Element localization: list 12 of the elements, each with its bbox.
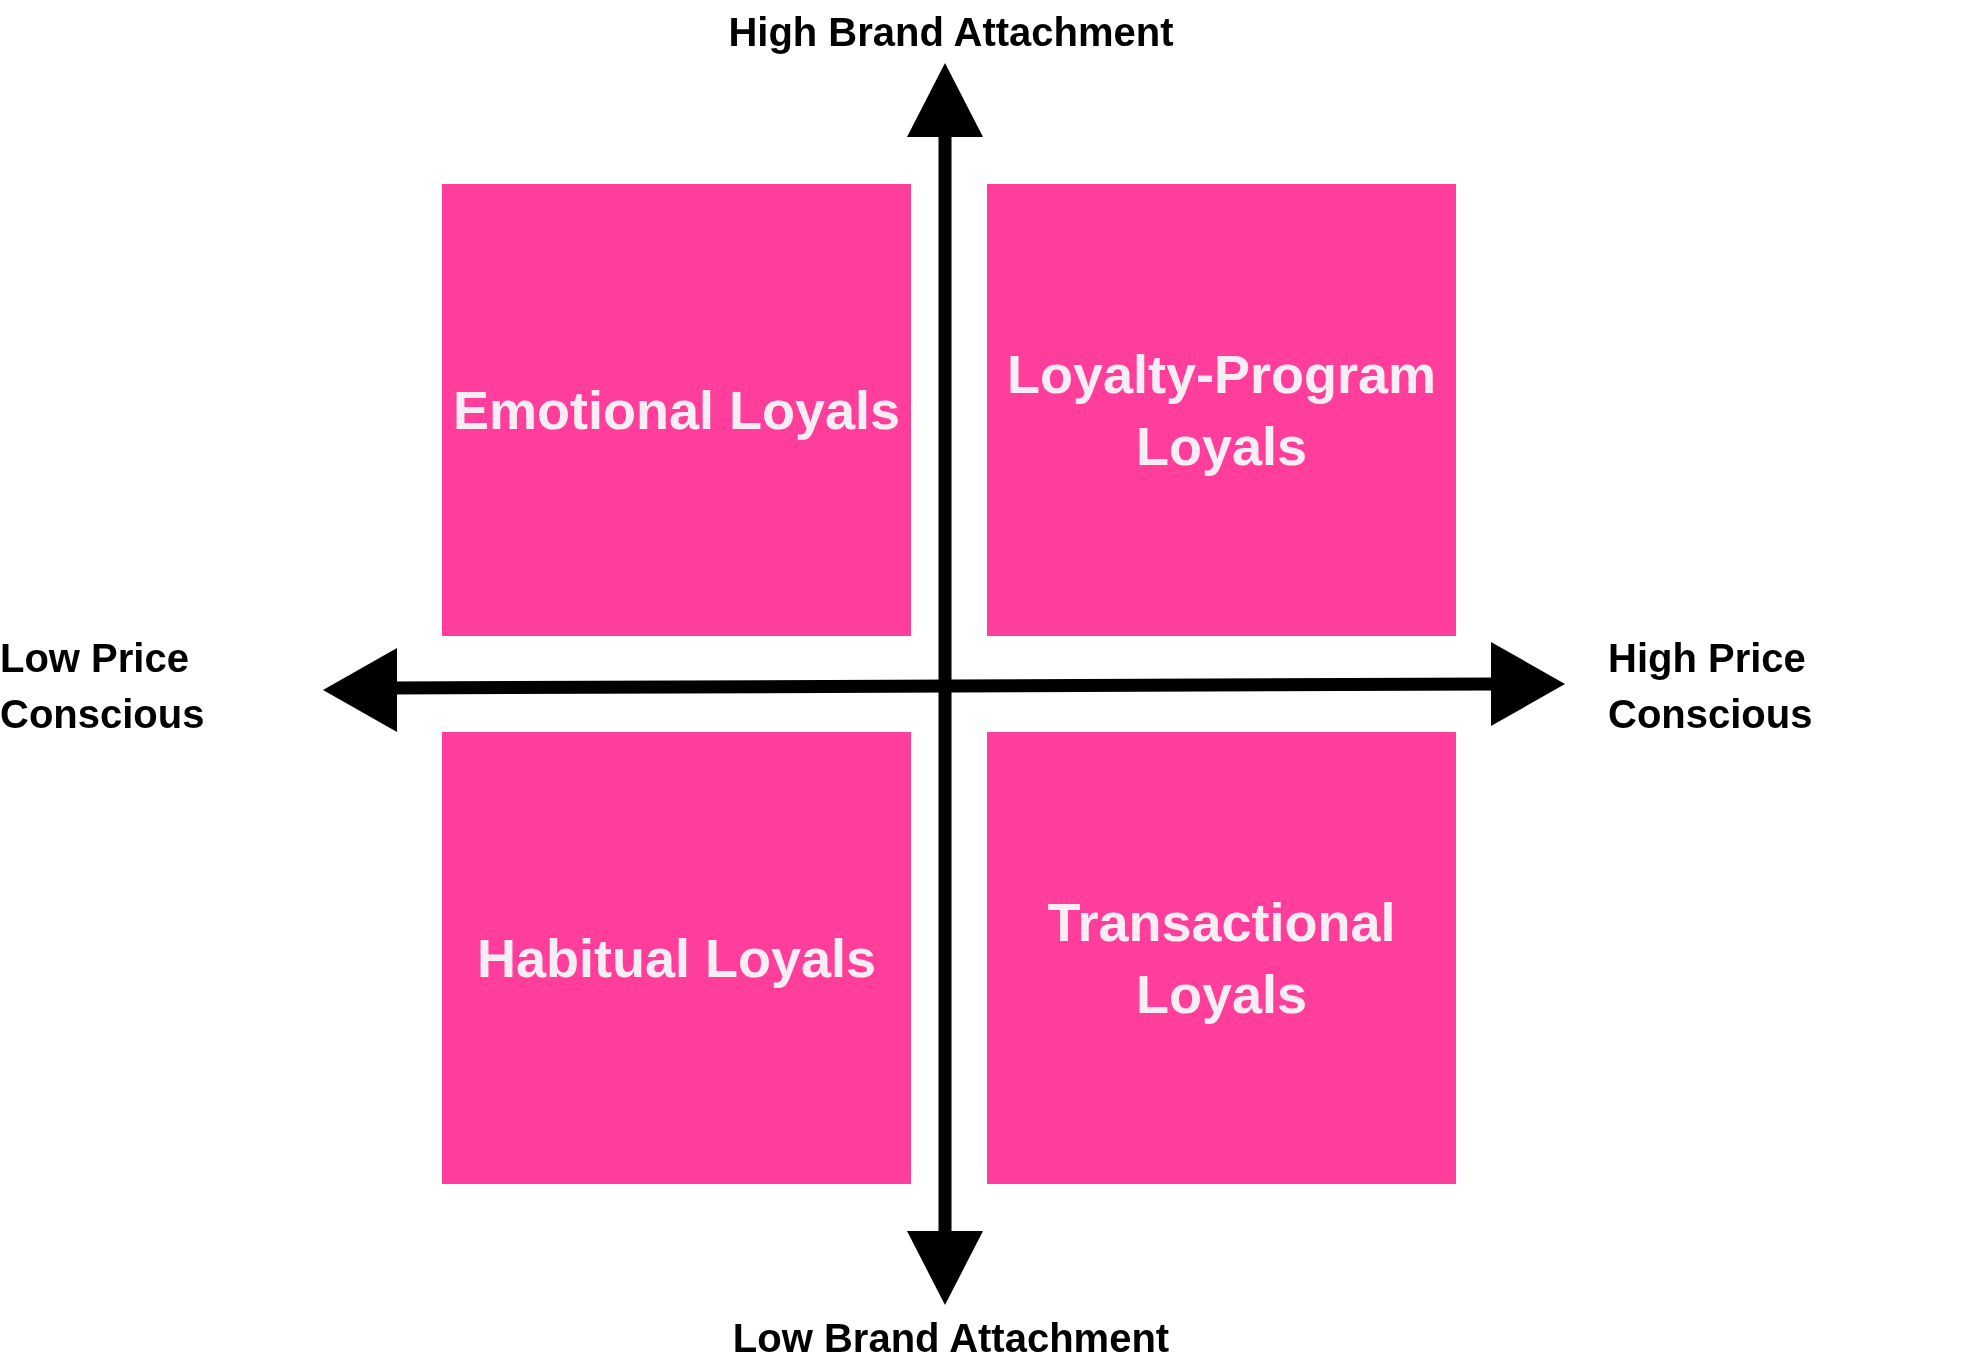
- quadrant-label: Loyalty-Program Loyals: [1005, 343, 1438, 478]
- quadrant-label: Habitual Loyals: [476, 927, 877, 990]
- axis-label: Low Price Conscious: [0, 635, 206, 738]
- axis-label: High Brand Attachment: [727, 9, 1175, 56]
- axis-label: Low Brand Attachment: [731, 1315, 1171, 1362]
- quadrant-label: Transactional Loyals: [1046, 891, 1397, 1026]
- quadrant-box: [987, 732, 1456, 1184]
- quadrant-box: [442, 732, 911, 1184]
- quadrant-label: Emotional Loyals: [452, 379, 901, 442]
- quadrant-box: [442, 184, 911, 636]
- quadrant-box: [987, 184, 1456, 636]
- axis-label: High Price Conscious: [1608, 635, 1814, 738]
